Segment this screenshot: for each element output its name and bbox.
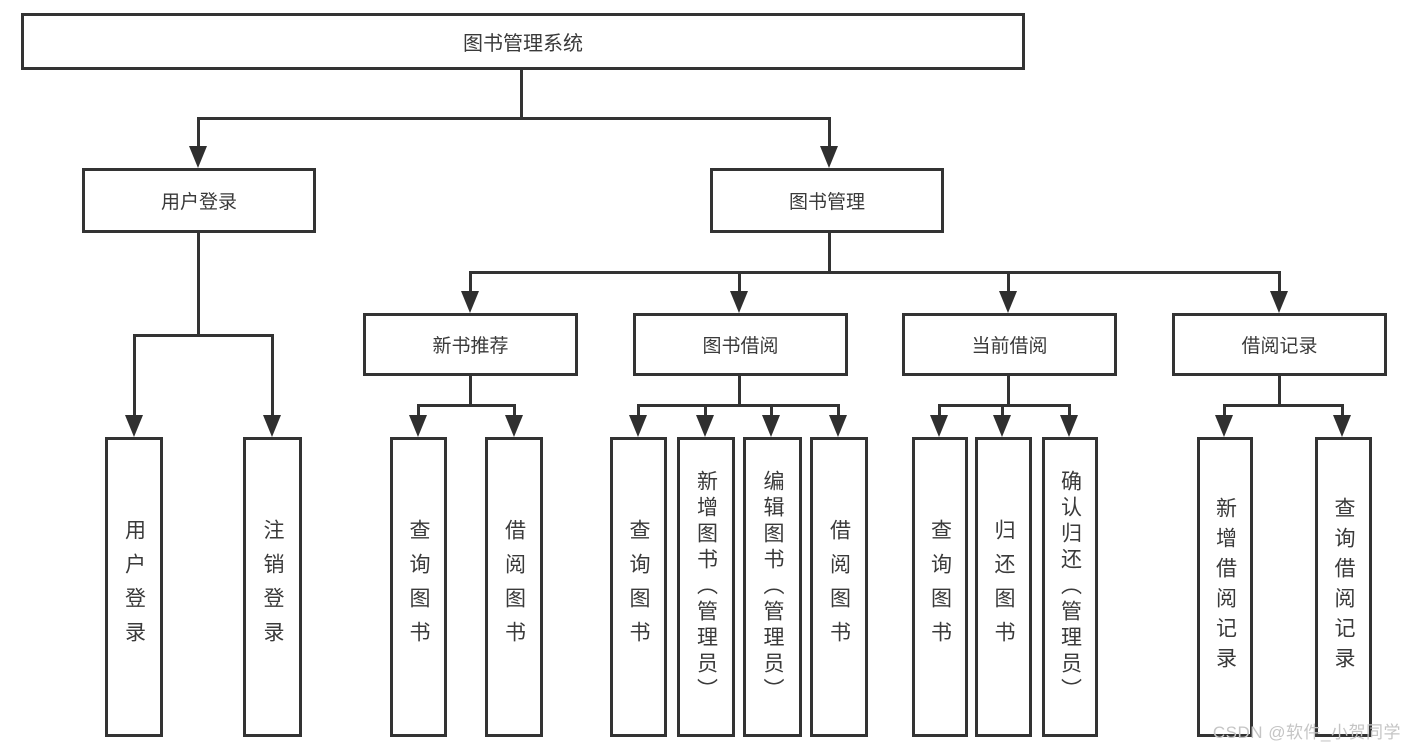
arrow-down-icon [505, 415, 523, 437]
connector-drop-leaf [513, 404, 516, 417]
node-label: 图书借阅 [702, 336, 779, 357]
connector-records-stem [1278, 376, 1281, 407]
connector-borrow-branch [637, 404, 840, 407]
arrow-down-icon [125, 415, 143, 437]
leaf-edit-books-admin: 编辑图书（管理员） [743, 437, 802, 737]
connector-drop-book-mgmt [828, 117, 831, 149]
leaf-query-books-borrow: 查询图书 [610, 437, 667, 737]
connector-drop-lvl3 [1007, 271, 1010, 293]
connector-drop-leaf [938, 404, 941, 417]
connector-drop-leaf [133, 334, 136, 416]
leaf-borrow-books-recommend: 借阅图书 [485, 437, 543, 737]
leaf-label: 归还图书 [992, 519, 1015, 655]
arrow-down-icon [1333, 415, 1351, 437]
arrow-down-icon [1215, 415, 1233, 437]
csdn-watermark: CSDN @软件_小贺同学 [1212, 723, 1401, 742]
arrow-down-icon [730, 291, 748, 313]
leaf-label: 新增图书（管理员） [694, 470, 718, 704]
node-book-management: 图书管理 [710, 168, 944, 233]
connector-drop-leaf [1001, 404, 1004, 417]
node-user-login: 用户登录 [82, 168, 316, 233]
arrow-down-icon [993, 415, 1011, 437]
arrow-down-icon [1060, 415, 1078, 437]
leaf-label: 编辑图书（管理员） [761, 470, 784, 704]
node-book-borrow: 图书借阅 [633, 313, 848, 376]
leaf-add-books-admin: 新增图书（管理员） [677, 437, 735, 737]
connector-drop-leaf [637, 404, 640, 417]
leaf-query-books-recommend: 查询图书 [390, 437, 447, 737]
leaf-label: 借阅图书 [827, 519, 851, 655]
leaf-label: 查询图书 [928, 519, 952, 655]
leaf-label: 借阅图书 [502, 519, 526, 655]
arrow-down-icon [629, 415, 647, 437]
connector-drop-leaf [417, 404, 420, 417]
leaf-user-login: 用户登录 [105, 437, 163, 737]
connector-drop-leaf [1223, 404, 1226, 417]
arrow-down-icon [762, 415, 780, 437]
connector-newbook-branch [417, 404, 516, 407]
node-new-book-recommend: 新书推荐 [363, 313, 578, 376]
leaf-logout: 注销登录 [243, 437, 302, 737]
leaf-label: 查询图书 [407, 519, 430, 655]
arrow-down-icon [461, 291, 479, 313]
connector-user-login-stem [197, 233, 200, 337]
node-root-label: 图书管理系统 [463, 33, 583, 55]
connector-drop-lvl3 [738, 271, 741, 293]
connector-current-stem [1007, 376, 1010, 407]
connector-borrow-stem [738, 376, 741, 407]
arrow-down-icon [263, 415, 281, 437]
connector-drop-leaf [1341, 404, 1344, 417]
connector-newbook-stem [469, 376, 472, 407]
connector-drop-leaf [704, 404, 707, 417]
node-label: 借阅记录 [1241, 336, 1318, 357]
connector-root-branch [197, 117, 831, 120]
arrow-down-icon [829, 415, 847, 437]
node-label: 用户登录 [160, 192, 237, 213]
connector-drop-leaf [770, 404, 773, 417]
leaf-label: 用户登录 [122, 519, 146, 655]
arrow-down-icon [409, 415, 427, 437]
node-current-borrow: 当前借阅 [902, 313, 1117, 376]
leaf-confirm-return-admin: 确认归还（管理员） [1042, 437, 1098, 737]
connector-drop-lvl3 [1278, 271, 1281, 293]
connector-drop-leaf [1068, 404, 1071, 417]
node-label: 当前借阅 [971, 336, 1048, 357]
leaf-query-books-current: 查询图书 [912, 437, 968, 737]
connector-drop-user-login [197, 117, 200, 149]
connector-book-mgmt-stem [828, 233, 831, 273]
connector-user-login-branch [133, 334, 274, 337]
arrow-down-icon [696, 415, 714, 437]
arrow-down-icon [1270, 291, 1288, 313]
leaf-label: 确认归还（管理员） [1058, 470, 1082, 704]
arrow-down-icon [189, 146, 207, 168]
leaf-label: 注销登录 [261, 519, 284, 655]
arrow-down-icon [930, 415, 948, 437]
leaf-label: 查询图书 [627, 519, 650, 655]
leaf-label: 新增借阅记录 [1213, 497, 1237, 677]
connector-drop-lvl3 [469, 271, 472, 293]
leaf-return-books: 归还图书 [975, 437, 1032, 737]
connector-root-stem [520, 70, 523, 118]
connector-records-branch [1223, 404, 1344, 407]
leaf-add-borrow-record: 新增借阅记录 [1197, 437, 1253, 737]
node-label: 图书管理 [788, 192, 865, 213]
connector-drop-leaf [837, 404, 840, 417]
node-root-system: 图书管理系统 [21, 13, 1025, 70]
arrow-down-icon [820, 146, 838, 168]
connector-current-branch [938, 404, 1071, 407]
node-label: 新书推荐 [432, 336, 509, 357]
connector-book-mgmt-branch [469, 271, 1281, 274]
leaf-query-borrow-record: 查询借阅记录 [1315, 437, 1372, 737]
connector-drop-leaf [271, 334, 274, 416]
leaf-label: 查询借阅记录 [1332, 497, 1355, 677]
node-borrow-records: 借阅记录 [1172, 313, 1387, 376]
leaf-borrow-books: 借阅图书 [810, 437, 868, 737]
arrow-down-icon [999, 291, 1017, 313]
